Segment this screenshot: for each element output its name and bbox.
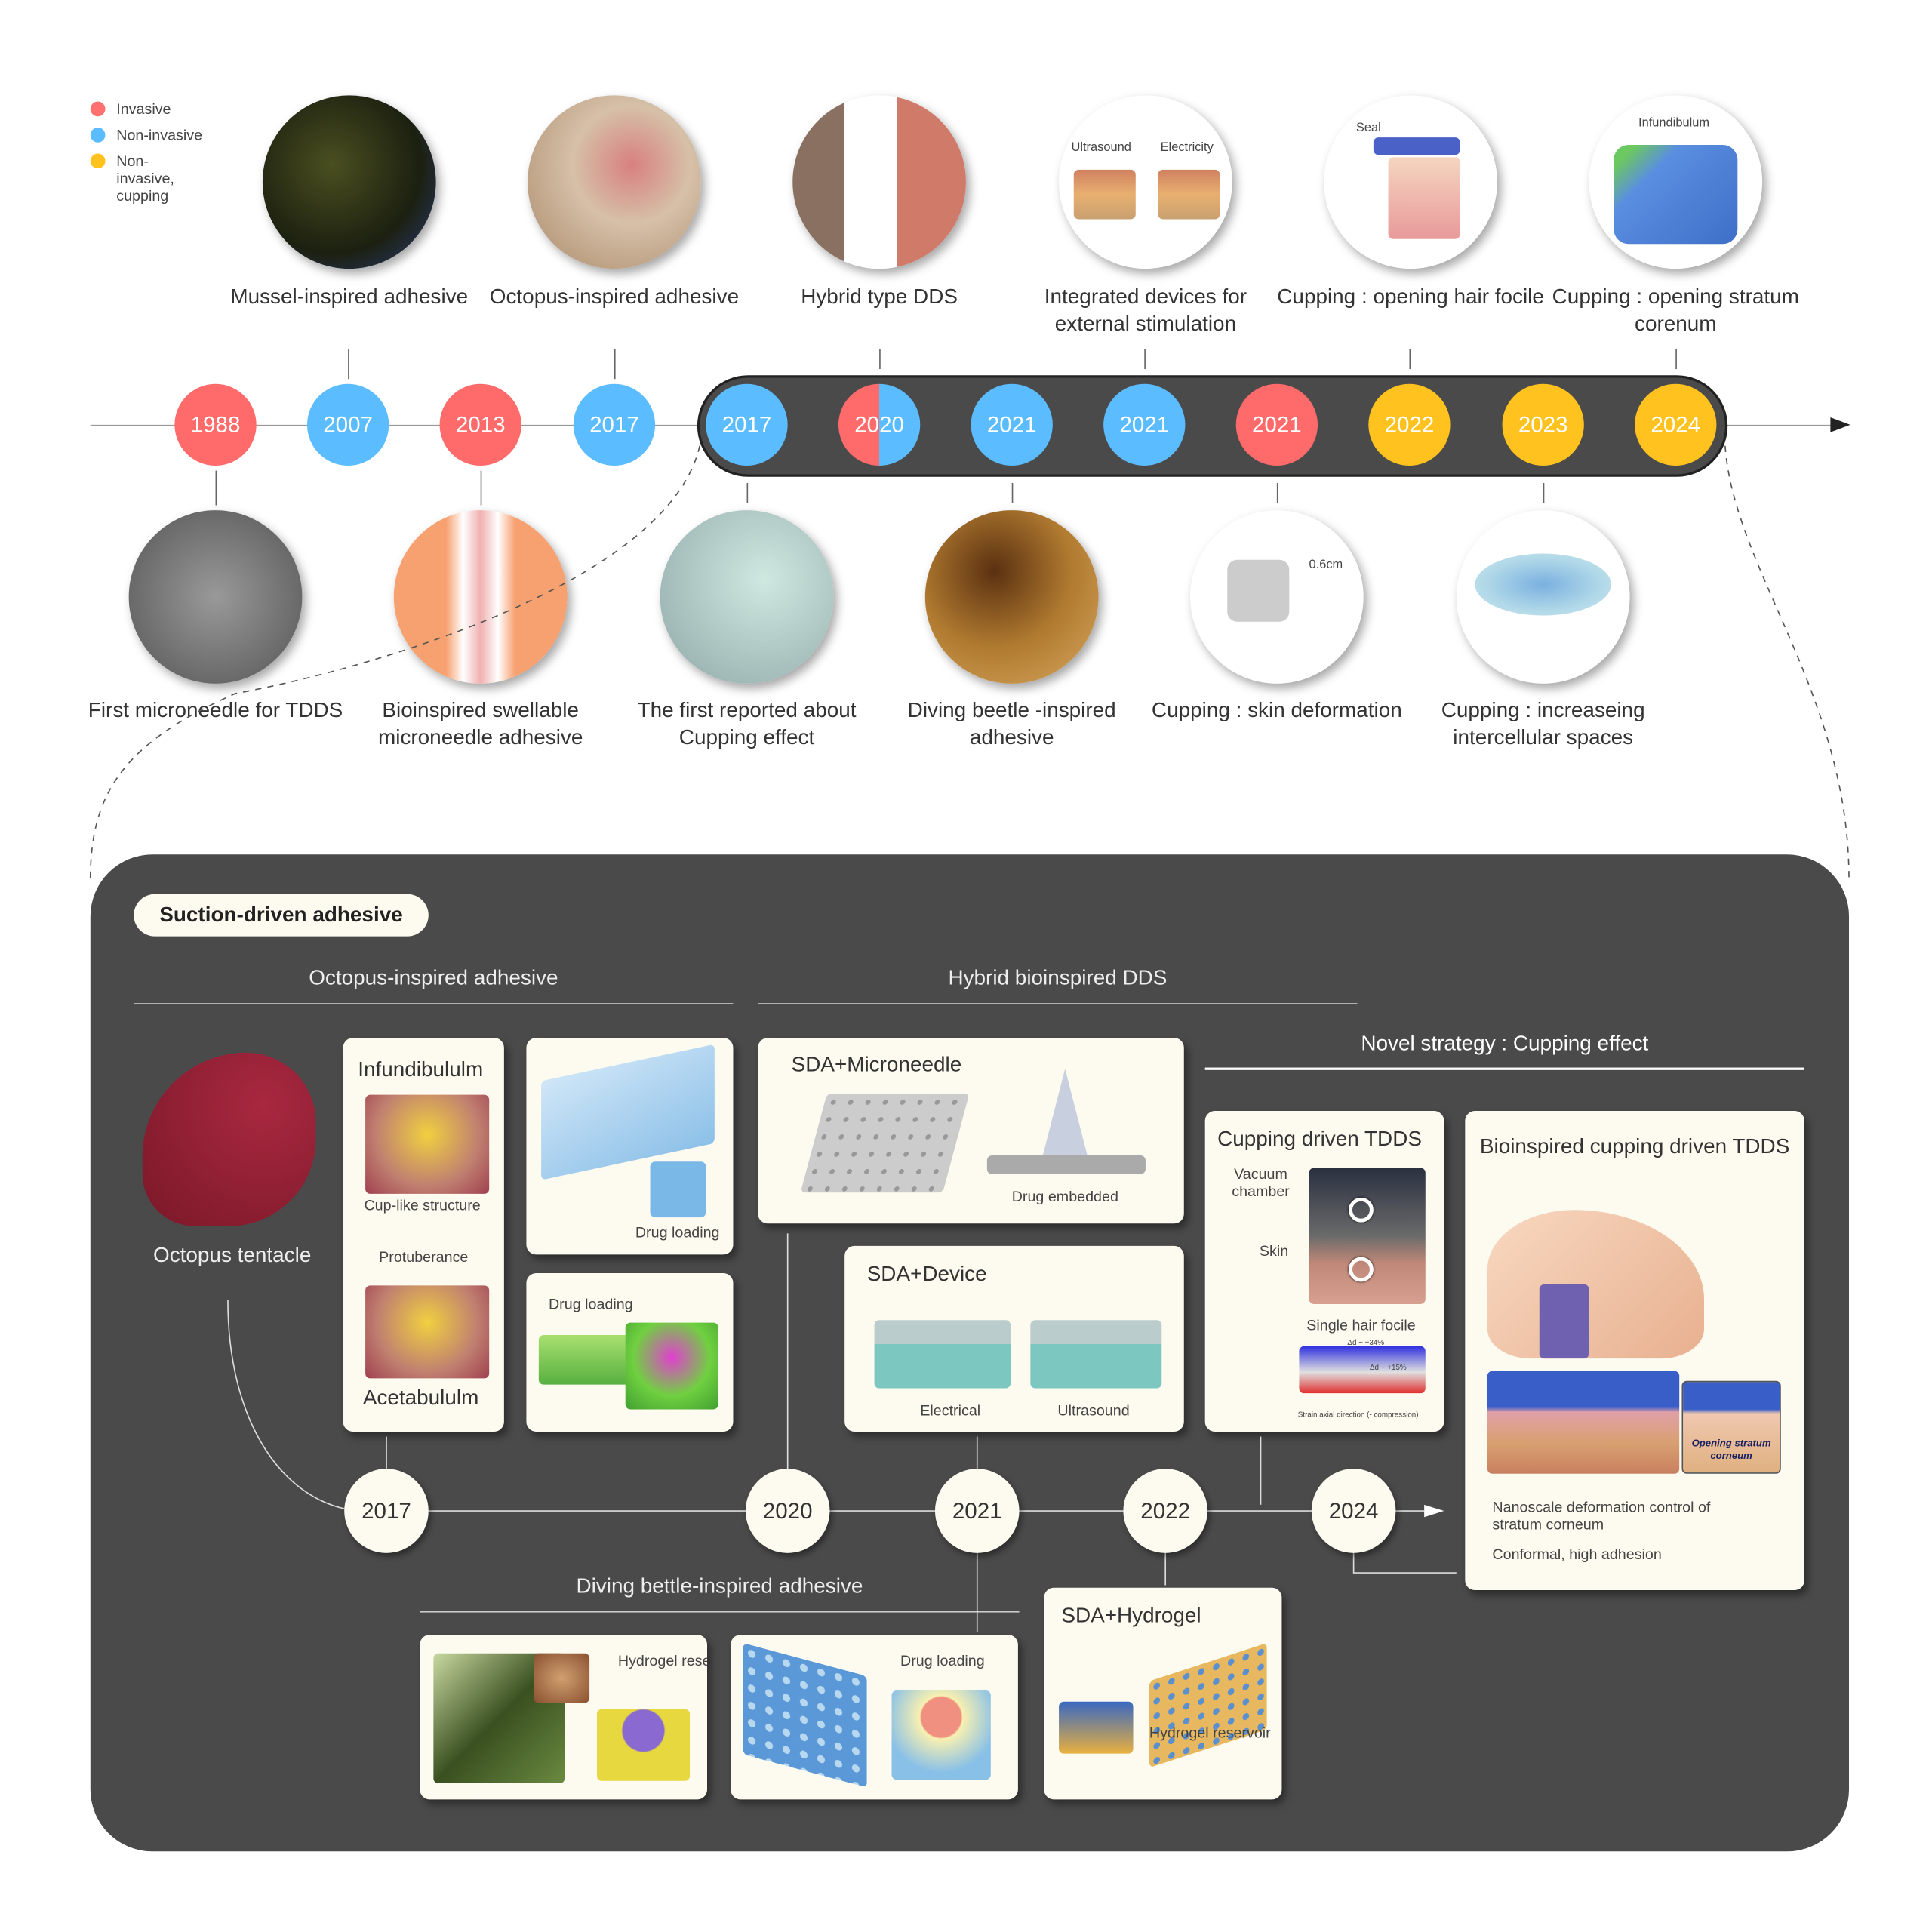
year-2021c: 2021 bbox=[1235, 383, 1318, 466]
delta-34: Δd ~ +34% bbox=[1347, 1340, 1385, 1348]
electricity-tag: Electricity bbox=[1160, 141, 1214, 155]
panel-year-2017: 2017 bbox=[344, 1469, 429, 1553]
legend-label: Non-invasive, cupping bbox=[116, 152, 174, 205]
first-microneedle-label: First microneedle for TDDS bbox=[88, 698, 343, 722]
section-novel: Novel strategy : Cupping effect bbox=[1361, 1031, 1649, 1056]
drug-loading-label: Drug loading bbox=[635, 1223, 720, 1241]
year-2022: 2022 bbox=[1368, 383, 1451, 466]
section-beetle: Diving bettle-inspired adhesive bbox=[576, 1574, 863, 1598]
legend-cupping: Non-invasive, cupping bbox=[90, 152, 202, 205]
sda-hydrogel-card: SDA+Hydrogel Hydrogel reservoir bbox=[1044, 1587, 1282, 1800]
skin-label: Skin bbox=[1259, 1241, 1289, 1260]
delta-15: Δd ~ +15% bbox=[1369, 1364, 1407, 1373]
legend-invasive: Invasive bbox=[90, 100, 171, 118]
year-2017b: 2017 bbox=[706, 383, 788, 466]
cup-label: Cup-like structure bbox=[364, 1196, 481, 1214]
conformal-text: Conformal, high adhesion bbox=[1492, 1545, 1662, 1563]
card-title: Infundibululm bbox=[358, 1057, 484, 1081]
skin-deformation-image: 0.6cm bbox=[1190, 510, 1364, 684]
integrated-label: Integrated devices for external stimulat… bbox=[1044, 285, 1247, 336]
card-title: Cupping driven TDDS bbox=[1217, 1127, 1422, 1151]
vacuum-label: Vacuum chamber bbox=[1232, 1165, 1290, 1201]
octopus-label: Octopus-inspired adhesive bbox=[489, 285, 740, 309]
card-title: Bioinspired cupping driven TDDS bbox=[1479, 1134, 1790, 1158]
drug-loading-card: Drug loading bbox=[526, 1038, 734, 1255]
year-2007: 2007 bbox=[306, 383, 389, 466]
panel-year-2021: 2021 bbox=[934, 1469, 1020, 1553]
hair-focile-label: Cupping : opening hair focile bbox=[1277, 285, 1544, 309]
card-title: SDA+Microneedle bbox=[791, 1052, 962, 1077]
swellable-label: Bioinspired swellable microneedle adhesi… bbox=[377, 698, 583, 749]
year-2020: 2020 bbox=[838, 383, 921, 466]
integrated-devices-image: Ultrasound Electricity bbox=[1059, 95, 1232, 269]
hydrogel-reservoir-label: Hydrogel reservoir bbox=[617, 1652, 707, 1670]
year-2017: 2017 bbox=[573, 383, 656, 466]
infundibulum-tag: Infundibulum bbox=[1638, 116, 1710, 131]
opening-label: Opening stratum corneum bbox=[1691, 1438, 1771, 1462]
diving-beetle-label: Diving beetle -inspired adhesive bbox=[907, 698, 1116, 749]
year-2013: 2013 bbox=[439, 383, 521, 466]
ultrasound-label: Ultrasound bbox=[1057, 1401, 1130, 1420]
invasive-dot-icon bbox=[90, 101, 106, 117]
bioinspired-cupping-card: Bioinspired cupping driven TDDS Opening … bbox=[1465, 1110, 1804, 1591]
sda-device-card: SDA+Device Electrical Ultrasound bbox=[844, 1245, 1184, 1432]
section-octopus: Octopus-inspired adhesive bbox=[309, 965, 558, 990]
sda-microneedle-card: SDA+Microneedle Drug embedded bbox=[758, 1038, 1184, 1224]
infundibulum-card: Infundibululm Cup-like structure Protube… bbox=[343, 1038, 504, 1432]
dashed-connectors bbox=[89, 445, 1850, 880]
beetle-drug-card: Drug loading bbox=[731, 1635, 1018, 1800]
card-title: SDA+Hydrogel bbox=[1061, 1604, 1201, 1628]
scale-tag: 0.6cm bbox=[1309, 558, 1343, 573]
panel-badge: Suction-driven adhesive bbox=[134, 894, 429, 937]
intercellular-label: Cupping : increaseing intercellular spac… bbox=[1441, 698, 1645, 749]
legend-label: Invasive bbox=[116, 100, 171, 118]
hair-focile-label: Single hair focile bbox=[1306, 1316, 1416, 1334]
octopus-image bbox=[528, 95, 701, 269]
hydrogel-reservoir-label: Hydrogel reservoir bbox=[1149, 1724, 1271, 1742]
drug-loading-label: Drug loading bbox=[900, 1652, 985, 1670]
tentacle-label: Octopus tentacle bbox=[152, 1243, 312, 1267]
hybrid-image bbox=[792, 95, 966, 269]
microneedle-image bbox=[128, 510, 303, 684]
drug-embedded-label: Drug embedded bbox=[1011, 1187, 1118, 1205]
cupping-first-image bbox=[660, 510, 834, 684]
drug-loading-label: Drug loading bbox=[548, 1295, 633, 1313]
seal-tag: Seal bbox=[1355, 121, 1381, 135]
intercellular-image bbox=[1456, 510, 1630, 684]
ultrasound-tag: Ultrasound bbox=[1071, 141, 1131, 155]
card-subtitle: Acetabululm bbox=[362, 1386, 479, 1410]
cupping-dot-icon bbox=[90, 153, 106, 169]
protuberance-label: Protuberance bbox=[379, 1248, 469, 1266]
hybrid-label: Hybrid type DDS bbox=[801, 285, 958, 309]
nanoscale-text: Nanoscale deformation control of stratum… bbox=[1492, 1498, 1711, 1534]
skin-deformation-label: Cupping : skin deformation bbox=[1151, 698, 1402, 722]
panel-year-2024: 2024 bbox=[1311, 1469, 1396, 1553]
hair-focile-image: Seal bbox=[1324, 95, 1497, 269]
year-1988: 1988 bbox=[174, 383, 257, 466]
non-invasive-dot-icon bbox=[90, 128, 106, 143]
stratum-corenum-image: Infundibulum bbox=[1589, 95, 1763, 269]
year-2021a: 2021 bbox=[971, 383, 1053, 466]
year-2024: 2024 bbox=[1635, 383, 1717, 466]
beetle-card: Hydrogel reservoir bbox=[420, 1635, 708, 1800]
arrow-right-icon bbox=[1830, 417, 1850, 432]
cupping-first-label: The first reported about Cupping effect bbox=[637, 698, 857, 749]
strain-axis-label: Strain axial direction (- compression) bbox=[1297, 1411, 1419, 1420]
diving-beetle-image bbox=[924, 510, 1099, 684]
drug-loading-card-2: Drug loading bbox=[526, 1272, 734, 1432]
electrical-label: Electrical bbox=[920, 1401, 981, 1420]
year-2023: 2023 bbox=[1502, 383, 1584, 466]
mussel-label: Mussel-inspired adhesive bbox=[230, 285, 469, 309]
card-title: SDA+Device bbox=[866, 1262, 987, 1286]
stratum-label: Cupping : opening stratum corenum bbox=[1552, 285, 1799, 336]
panel-year-2020: 2020 bbox=[745, 1469, 830, 1553]
section-hybrid: Hybrid bioinspired DDS bbox=[948, 965, 1168, 990]
panel-year-2022: 2022 bbox=[1123, 1469, 1208, 1553]
legend-label: Non-invasive bbox=[116, 126, 203, 144]
legend-non-invasive: Non-invasive bbox=[90, 126, 203, 144]
mussel-image bbox=[262, 95, 436, 269]
cupping-tdds-card: Cupping driven TDDS Vacuum chamber Skin … bbox=[1204, 1110, 1444, 1432]
year-2021b: 2021 bbox=[1103, 383, 1186, 466]
